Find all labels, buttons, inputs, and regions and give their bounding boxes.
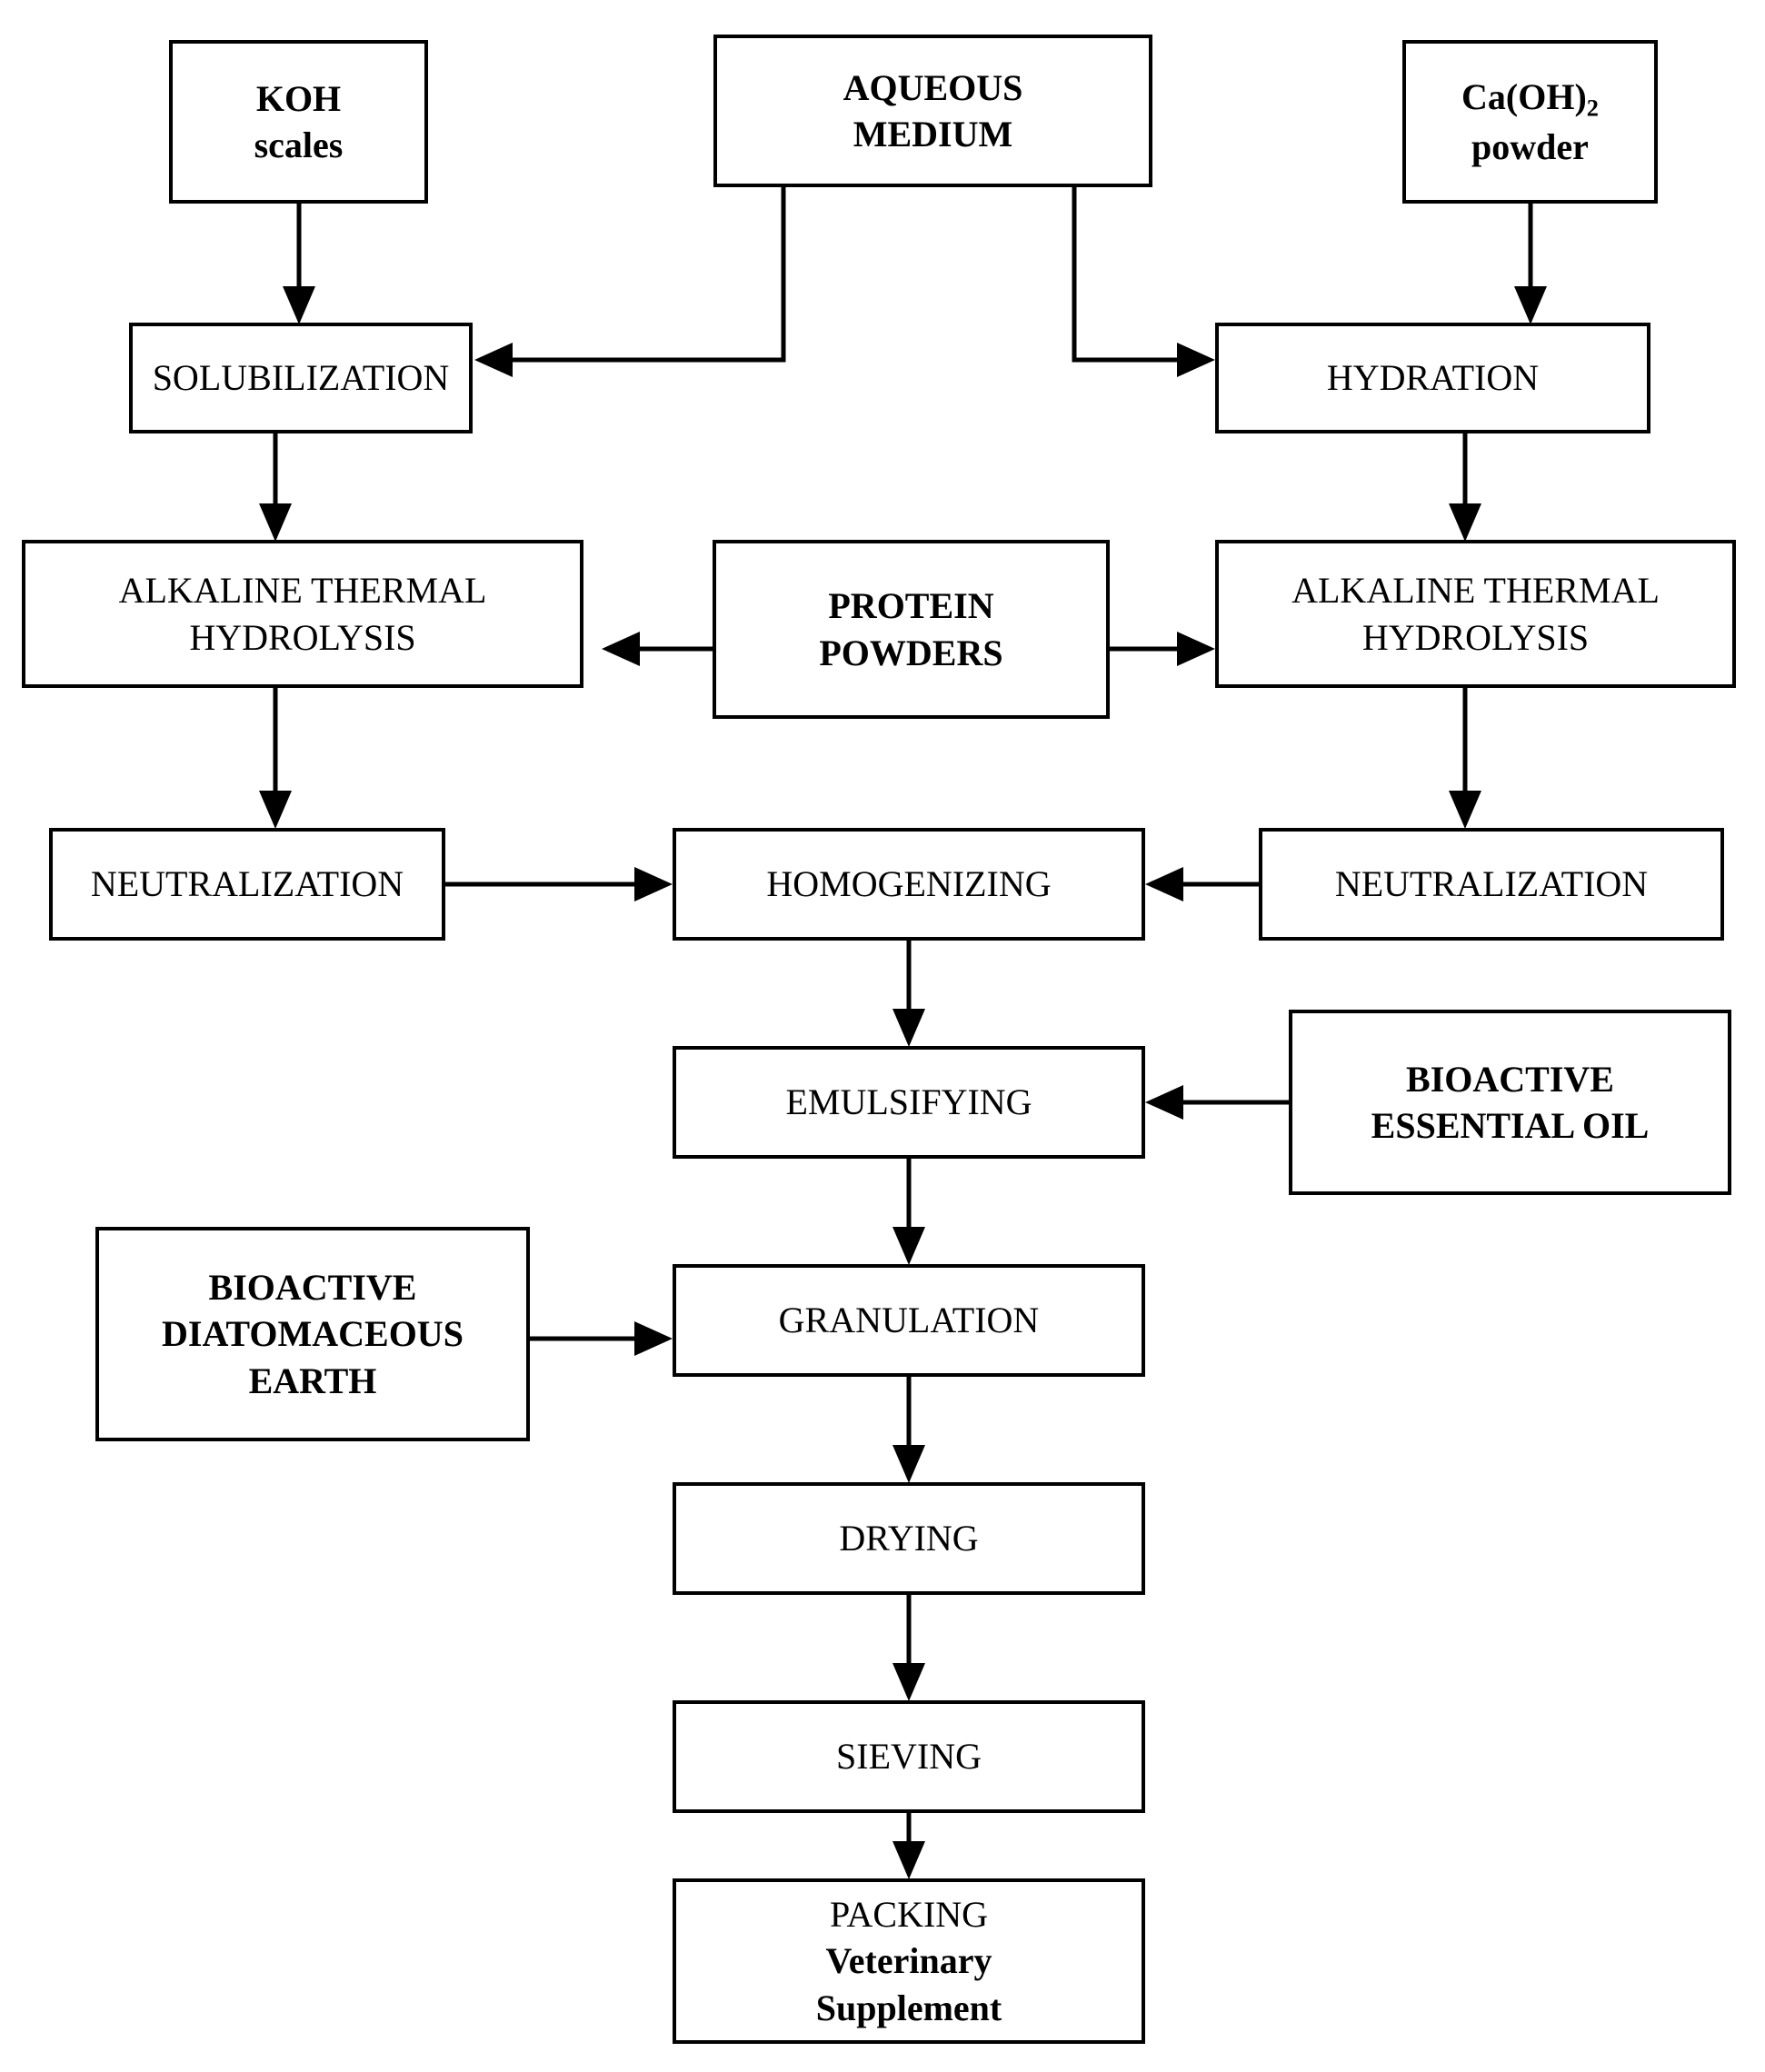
node-diatomaceous-line-2: EARTH [248, 1360, 377, 1401]
node-diatomaceous-line-0: BIOACTIVE [208, 1267, 417, 1309]
node-solubilization[interactable]: SOLUBILIZATION [129, 323, 473, 433]
node-essential-oil-line-1: ESSENTIAL OIL [1371, 1105, 1650, 1146]
edge-essential-oil-to-emulsifying [1145, 1085, 1289, 1120]
edge-solubilization-to-ath-left [259, 433, 292, 542]
node-neutral-left[interactable]: NEUTRALIZATION [49, 828, 445, 941]
node-caoh2-line-1: powder [1471, 126, 1589, 167]
node-packing-line-0: PACKING [829, 1894, 989, 1936]
node-ath-right-line-1: HYDROLYSIS [1361, 616, 1590, 658]
edge-granulation-to-drying [892, 1377, 925, 1483]
node-hydration-line-0: HYDRATION [1326, 357, 1540, 399]
edge-sieving-to-packing [892, 1813, 925, 1879]
node-protein-line-1: POWDERS [819, 632, 1003, 673]
node-ath-left-line-1: HYDROLYSIS [189, 616, 416, 658]
node-homogenizing-line-0: HOMOGENIZING [766, 863, 1052, 905]
node-essential-oil[interactable]: BIOACTIVE ESSENTIAL OIL [1289, 1010, 1731, 1195]
edge-neutral-right-to-homogenizing [1145, 867, 1259, 902]
node-neutral-right[interactable]: NEUTRALIZATION [1259, 828, 1724, 941]
node-packing-line-1: Veterinary [825, 1940, 992, 1982]
node-koh-line-1: scales [254, 125, 344, 165]
edge-neutral-left-to-homogenizing [445, 867, 673, 902]
node-sieving[interactable]: SIEVING [673, 1700, 1145, 1813]
node-homogenizing[interactable]: HOMOGENIZING [673, 828, 1145, 941]
node-emulsifying-line-0: EMULSIFYING [785, 1081, 1032, 1123]
node-koh[interactable]: KOH scales [169, 40, 428, 204]
node-protein[interactable]: PROTEIN POWDERS [713, 540, 1110, 719]
node-emulsifying[interactable]: EMULSIFYING [673, 1046, 1145, 1159]
node-sieving-line-0: SIEVING [836, 1736, 982, 1778]
node-aqueous-line-0: AQUEOUS [843, 66, 1023, 108]
node-granulation[interactable]: GRANULATION [673, 1264, 1145, 1377]
node-neutral-left-line-0: NEUTRALIZATION [90, 863, 404, 905]
edge-diatomaceous-to-granulation [530, 1321, 673, 1356]
node-granulation-line-0: GRANULATION [778, 1300, 1040, 1341]
node-hydration[interactable]: HYDRATION [1215, 323, 1650, 433]
node-packing-line-2: Supplement [815, 1987, 1002, 2028]
node-ath-left-line-0: ALKALINE THERMAL [118, 570, 487, 612]
edge-ath-right-to-neutral-right [1449, 688, 1481, 829]
node-ath-right-line-0: ALKALINE THERMAL [1291, 570, 1660, 612]
edge-aqueous-to-solubilization [474, 187, 786, 377]
node-drying[interactable]: DRYING [673, 1482, 1145, 1595]
edge-hydration-to-ath-right [1449, 433, 1481, 542]
node-protein-line-0: PROTEIN [828, 585, 994, 627]
edge-koh-to-solubilization [283, 204, 315, 324]
node-caoh2-line-0: Ca(OH)2 [1461, 75, 1599, 122]
node-aqueous[interactable]: AQUEOUS MEDIUM [713, 35, 1152, 187]
edge-aqueous-to-hydration [1072, 187, 1215, 377]
subscript: 2 [1586, 94, 1599, 122]
edge-protein-to-ath-right [1110, 632, 1215, 666]
node-solubilization-line-0: SOLUBILIZATION [152, 357, 450, 399]
edge-protein-to-ath-left [602, 632, 713, 666]
edge-caoh2-to-hydration [1514, 204, 1547, 324]
node-koh-line-0: KOH [255, 77, 342, 119]
node-aqueous-line-1: MEDIUM [853, 114, 1013, 154]
node-drying-line-0: DRYING [839, 1518, 979, 1559]
node-essential-oil-line-0: BIOACTIVE [1406, 1058, 1614, 1100]
edge-emulsifying-to-granulation [892, 1159, 925, 1265]
node-diatomaceous-line-1: DIATOMACEOUS [162, 1313, 464, 1355]
edge-drying-to-sieving [892, 1595, 925, 1701]
node-neutral-right-line-0: NEUTRALIZATION [1334, 863, 1649, 905]
edge-ath-left-to-neutral-left [259, 688, 292, 829]
edge-homogenizing-to-emulsifying [892, 941, 925, 1047]
